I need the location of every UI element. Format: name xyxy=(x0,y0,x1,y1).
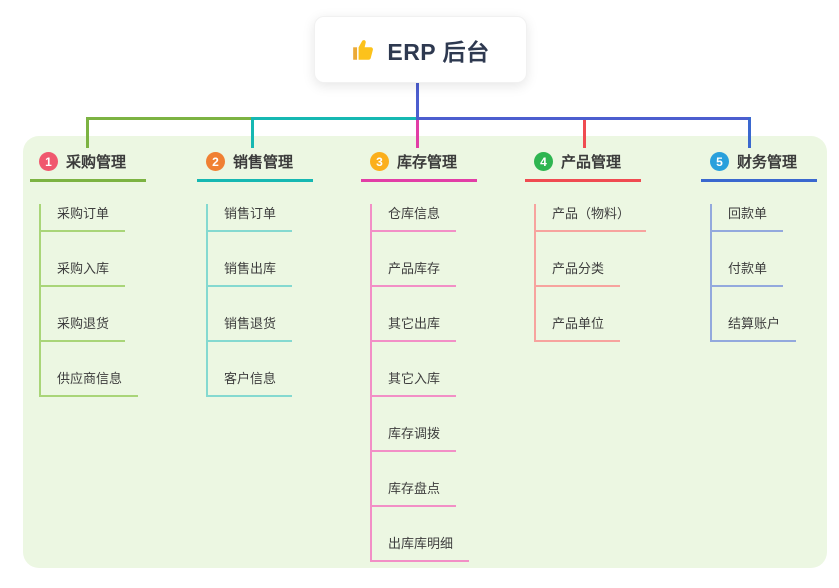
child-node-label: 产品（物料） xyxy=(535,204,647,232)
child-node-label: 库存盘点 xyxy=(371,479,457,507)
priority-badge: 4 xyxy=(534,152,553,171)
mindmap-child-node[interactable]: 结算账户 xyxy=(711,314,817,342)
child-node-label: 销售订单 xyxy=(207,204,293,232)
branch-children: 产品（物料） 产品分类产品单位 xyxy=(534,204,647,342)
mindmap-child-node[interactable]: 采购订单 xyxy=(40,204,146,232)
mindmap-child-node[interactable]: 产品单位 xyxy=(535,314,641,342)
branch-title-node[interactable]: 5 财务管理 xyxy=(701,148,817,182)
branch-children: 仓库信息产品库存其它出库其它入库库存调拨库存盘点出库库明细 xyxy=(370,204,477,562)
child-node-label: 其它出库 xyxy=(371,314,457,342)
mindmap-child-node[interactable]: 产品（物料） xyxy=(535,204,647,232)
mindmap-child-node[interactable]: 出库库明细 xyxy=(371,534,477,562)
mindmap-child-node[interactable]: 付款单 xyxy=(711,259,817,287)
branch-node-label: 库存管理 xyxy=(397,154,458,171)
connector-root-line xyxy=(416,83,419,119)
child-node-label: 其它入库 xyxy=(371,369,457,397)
child-node-label: 产品库存 xyxy=(371,259,457,287)
priority-badge: 2 xyxy=(206,152,225,171)
mindmap-child-node[interactable]: 供应商信息 xyxy=(40,369,146,397)
child-node-label: 采购订单 xyxy=(40,204,126,232)
mindmap-child-node[interactable]: 库存盘点 xyxy=(371,479,477,507)
priority-badge: 5 xyxy=(710,152,729,171)
child-node-label: 采购入库 xyxy=(40,259,126,287)
mindmap-branch-node: 1 采购管理 采购订单采购入库采购退货供应商信息 xyxy=(30,148,146,397)
mindmap-canvas-panel xyxy=(23,136,827,568)
child-node-label: 采购退货 xyxy=(40,314,126,342)
mindmap-child-node[interactable]: 库存调拨 xyxy=(371,424,477,452)
child-node-label: 库存调拨 xyxy=(371,424,457,452)
child-node-label: 回款单 xyxy=(711,204,784,232)
mindmap-child-node[interactable]: 回款单 xyxy=(711,204,817,232)
mindmap-branch-node: 5 财务管理 回款单付款单结算账户 xyxy=(701,148,817,342)
child-node-label: 产品单位 xyxy=(535,314,621,342)
mindmap-child-node[interactable]: 其它入库 xyxy=(371,369,477,397)
connector-drop-branch4 xyxy=(583,120,586,148)
branch-children: 采购订单采购入库采购退货供应商信息 xyxy=(39,204,146,397)
mindmap-child-node[interactable]: 客户信息 xyxy=(207,369,313,397)
mindmap-branch-node: 4 产品管理 产品（物料） 产品分类产品单位 xyxy=(525,148,647,342)
thumbs-up-icon xyxy=(353,39,374,60)
branch-node-label: 财务管理 xyxy=(737,154,798,171)
mindmap-branch-node: 2 销售管理 销售订单销售出库销售退货客户信息 xyxy=(197,148,313,397)
connector-bus-green xyxy=(86,117,253,120)
mindmap-child-node[interactable]: 销售退货 xyxy=(207,314,313,342)
child-node-label: 销售退货 xyxy=(207,314,293,342)
child-node-label: 付款单 xyxy=(711,259,784,287)
connector-drop-branch3 xyxy=(416,120,419,148)
child-node-label: 销售出库 xyxy=(207,259,293,287)
priority-badge: 3 xyxy=(370,152,389,171)
child-node-label: 产品分类 xyxy=(535,259,621,287)
branch-title-node[interactable]: 1 采购管理 xyxy=(30,148,146,182)
branch-title-node[interactable]: 3 库存管理 xyxy=(361,148,477,182)
mindmap-child-node[interactable]: 其它出库 xyxy=(371,314,477,342)
mindmap-child-node[interactable]: 销售出库 xyxy=(207,259,313,287)
mindmap-child-node[interactable]: 仓库信息 xyxy=(371,204,477,232)
child-node-label: 客户信息 xyxy=(207,369,293,397)
priority-badge: 1 xyxy=(39,152,58,171)
branch-node-label: 产品管理 xyxy=(561,154,622,171)
connector-drop-branch2 xyxy=(251,120,254,148)
root-node[interactable]: ERP 后台 xyxy=(314,16,527,83)
mindmap-child-node[interactable]: 采购退货 xyxy=(40,314,146,342)
mindmap-child-node[interactable]: 销售订单 xyxy=(207,204,313,232)
mindmap-child-node[interactable]: 产品分类 xyxy=(535,259,641,287)
child-node-label: 供应商信息 xyxy=(40,369,139,397)
branch-children: 销售订单销售出库销售退货客户信息 xyxy=(206,204,313,397)
branch-children: 回款单付款单结算账户 xyxy=(710,204,817,342)
branch-title-node[interactable]: 4 产品管理 xyxy=(525,148,641,182)
child-node-label: 结算账户 xyxy=(711,314,797,342)
connector-drop-branch5 xyxy=(748,117,751,148)
mindmap-child-node[interactable]: 采购入库 xyxy=(40,259,146,287)
mindmap-branch-node: 3 库存管理 仓库信息产品库存其它出库其它入库库存调拨库存盘点出库库明细 xyxy=(361,148,477,562)
branch-node-label: 销售管理 xyxy=(233,154,294,171)
mindmap-child-node[interactable]: 产品库存 xyxy=(371,259,477,287)
child-node-label: 出库库明细 xyxy=(371,534,470,562)
child-node-label: 仓库信息 xyxy=(371,204,457,232)
root-node-label: ERP 后台 xyxy=(387,38,490,65)
connector-bus-teal xyxy=(251,117,418,120)
connector-drop-branch1 xyxy=(86,117,89,148)
connector-bus-blue xyxy=(416,117,751,120)
branch-title-node[interactable]: 2 销售管理 xyxy=(197,148,313,182)
branch-node-label: 采购管理 xyxy=(66,154,127,171)
